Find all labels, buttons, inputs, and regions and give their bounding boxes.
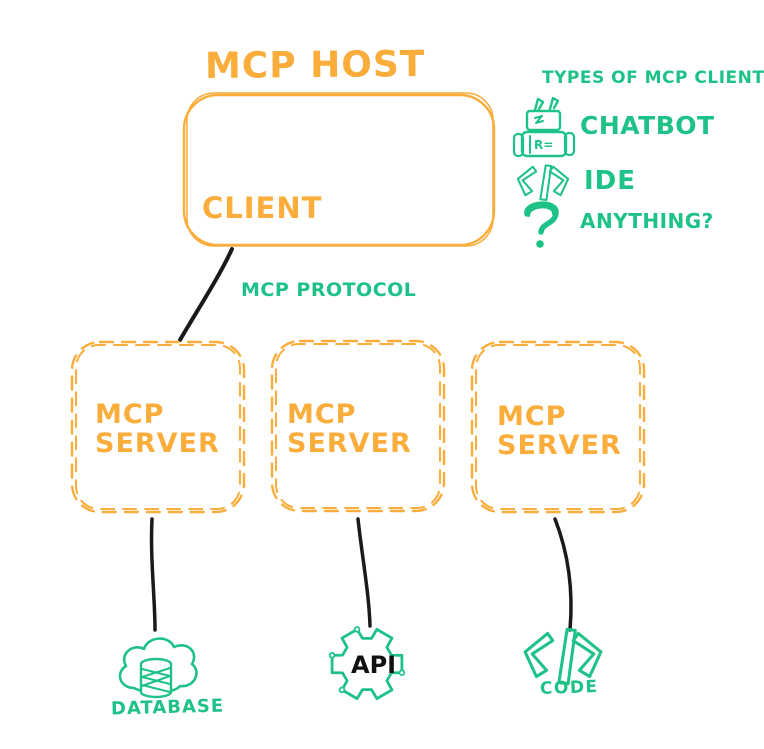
legend-chatbot-label: CHATBOT: [580, 111, 715, 140]
api-label: API: [351, 651, 396, 679]
mcp-server-box-3: [470, 340, 646, 514]
code-brackets-icon-bottom: [523, 627, 603, 686]
legend-anything-label: ANYTHING?: [580, 209, 714, 233]
server2-label: MCP SERVER: [287, 399, 412, 459]
server1-label: MCP SERVER: [95, 399, 220, 459]
code-label: CODE: [539, 676, 599, 700]
mcp-server-box-2: [270, 339, 446, 513]
server1-to-database-connector: [149, 517, 157, 632]
api-gear-icon: API: [328, 626, 406, 700]
host-title: MCP HOST: [204, 44, 426, 87]
protocol-label: MCP PROTOCOL: [241, 279, 417, 301]
code-brackets-icon: [516, 164, 570, 201]
server3-label: MCP SERVER: [497, 401, 622, 461]
server3-to-code-connector: [553, 517, 573, 632]
client-box: [182, 92, 496, 247]
database-cloud-icon: [118, 637, 198, 699]
question-mark-icon: [524, 201, 559, 248]
client-to-server1-connector: [178, 247, 234, 342]
robot-icon: R=: [512, 96, 576, 158]
robot-panel-text: R=: [534, 138, 553, 152]
client-label: CLIENT: [202, 191, 323, 225]
database-label: DATABASE: [110, 695, 225, 720]
legend-ide-label: IDE: [584, 166, 637, 196]
legend-title: TYPES OF MCP CLIENT: [542, 68, 764, 88]
server2-to-api-connector: [356, 517, 372, 628]
mcp-server-box-1: [70, 340, 246, 514]
